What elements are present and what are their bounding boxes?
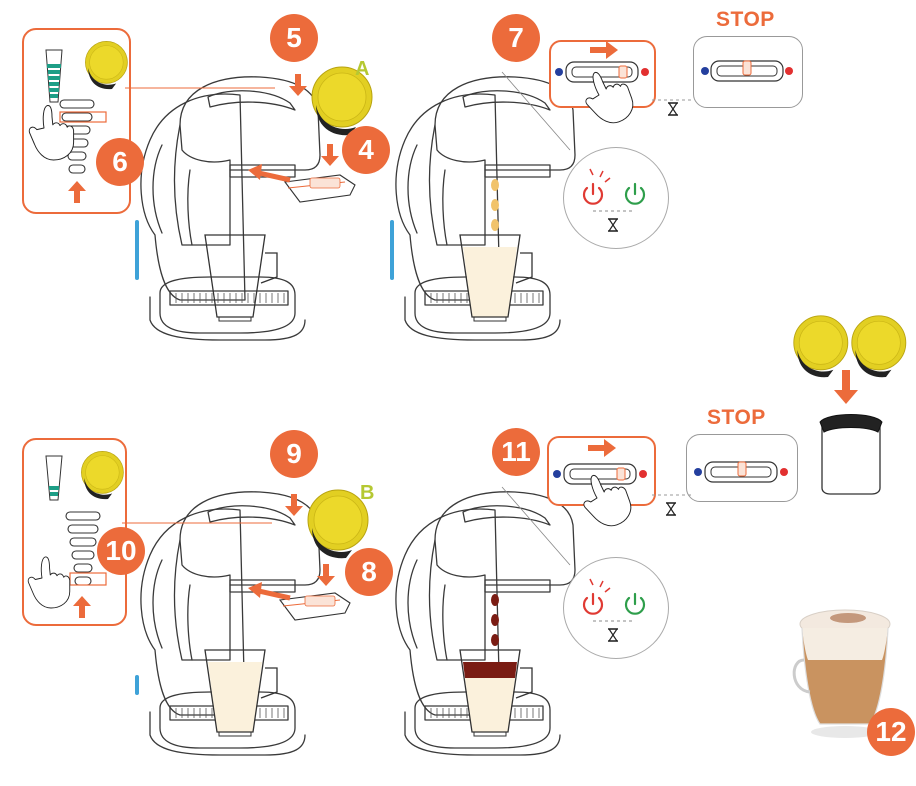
capsule-label-a: A	[355, 58, 370, 80]
power-indicator-content-bottom	[582, 578, 646, 642]
recycle-bin	[819, 414, 883, 495]
arrow-down-icon	[317, 564, 335, 586]
power-indicator-panel-bottom	[563, 557, 669, 659]
step6-panel-content	[28, 41, 128, 203]
step-badge-10: 10	[97, 527, 145, 575]
dashed-connector	[652, 494, 692, 496]
step-badge-7: 7	[492, 14, 540, 62]
stop-label-bottom: STOP	[707, 406, 766, 429]
step7-slider-content	[555, 41, 649, 131]
arrow-down-icon	[834, 370, 858, 404]
power-indicator-panel-top	[563, 147, 669, 249]
step-badge-5: 5	[270, 14, 318, 62]
machine-illustration-step7	[390, 76, 576, 341]
machine-illustration-step4	[135, 76, 321, 341]
capsule-holder	[278, 592, 351, 621]
stop-slider-content-top	[701, 60, 793, 82]
connector-line	[501, 71, 571, 151]
step10-panel-content	[27, 451, 124, 618]
power-indicator-content-top	[582, 168, 646, 232]
machine-illustration-step11	[395, 491, 576, 756]
step-badge-11: 11	[492, 428, 540, 476]
insert-arrow	[248, 582, 291, 601]
cappuccino-cup	[792, 609, 891, 738]
step-badge-12: 12	[867, 708, 915, 756]
hourglass-icon	[665, 502, 677, 516]
capsule-holder	[283, 174, 356, 203]
step-badge-8: 8	[345, 548, 393, 596]
arrow-down-icon	[285, 494, 303, 516]
step-badge-9: 9	[270, 430, 318, 478]
step-badge-4: 4	[342, 126, 390, 174]
connector-line	[122, 522, 272, 524]
arrow-down-icon	[289, 74, 307, 96]
machine-illustration-step8	[135, 491, 321, 756]
arrow-down-icon	[321, 144, 339, 166]
step11-slider-content	[553, 439, 647, 534]
insert-arrow	[248, 164, 291, 183]
connector-line	[501, 486, 571, 566]
stop-slider-content-bottom	[694, 461, 788, 483]
capsule-label-b: B	[360, 482, 375, 504]
dashed-connector	[652, 99, 692, 101]
hourglass-icon	[667, 102, 679, 116]
step-badge-6: 6	[96, 138, 144, 186]
stop-label-top: STOP	[716, 8, 775, 31]
connector-line	[125, 87, 275, 89]
